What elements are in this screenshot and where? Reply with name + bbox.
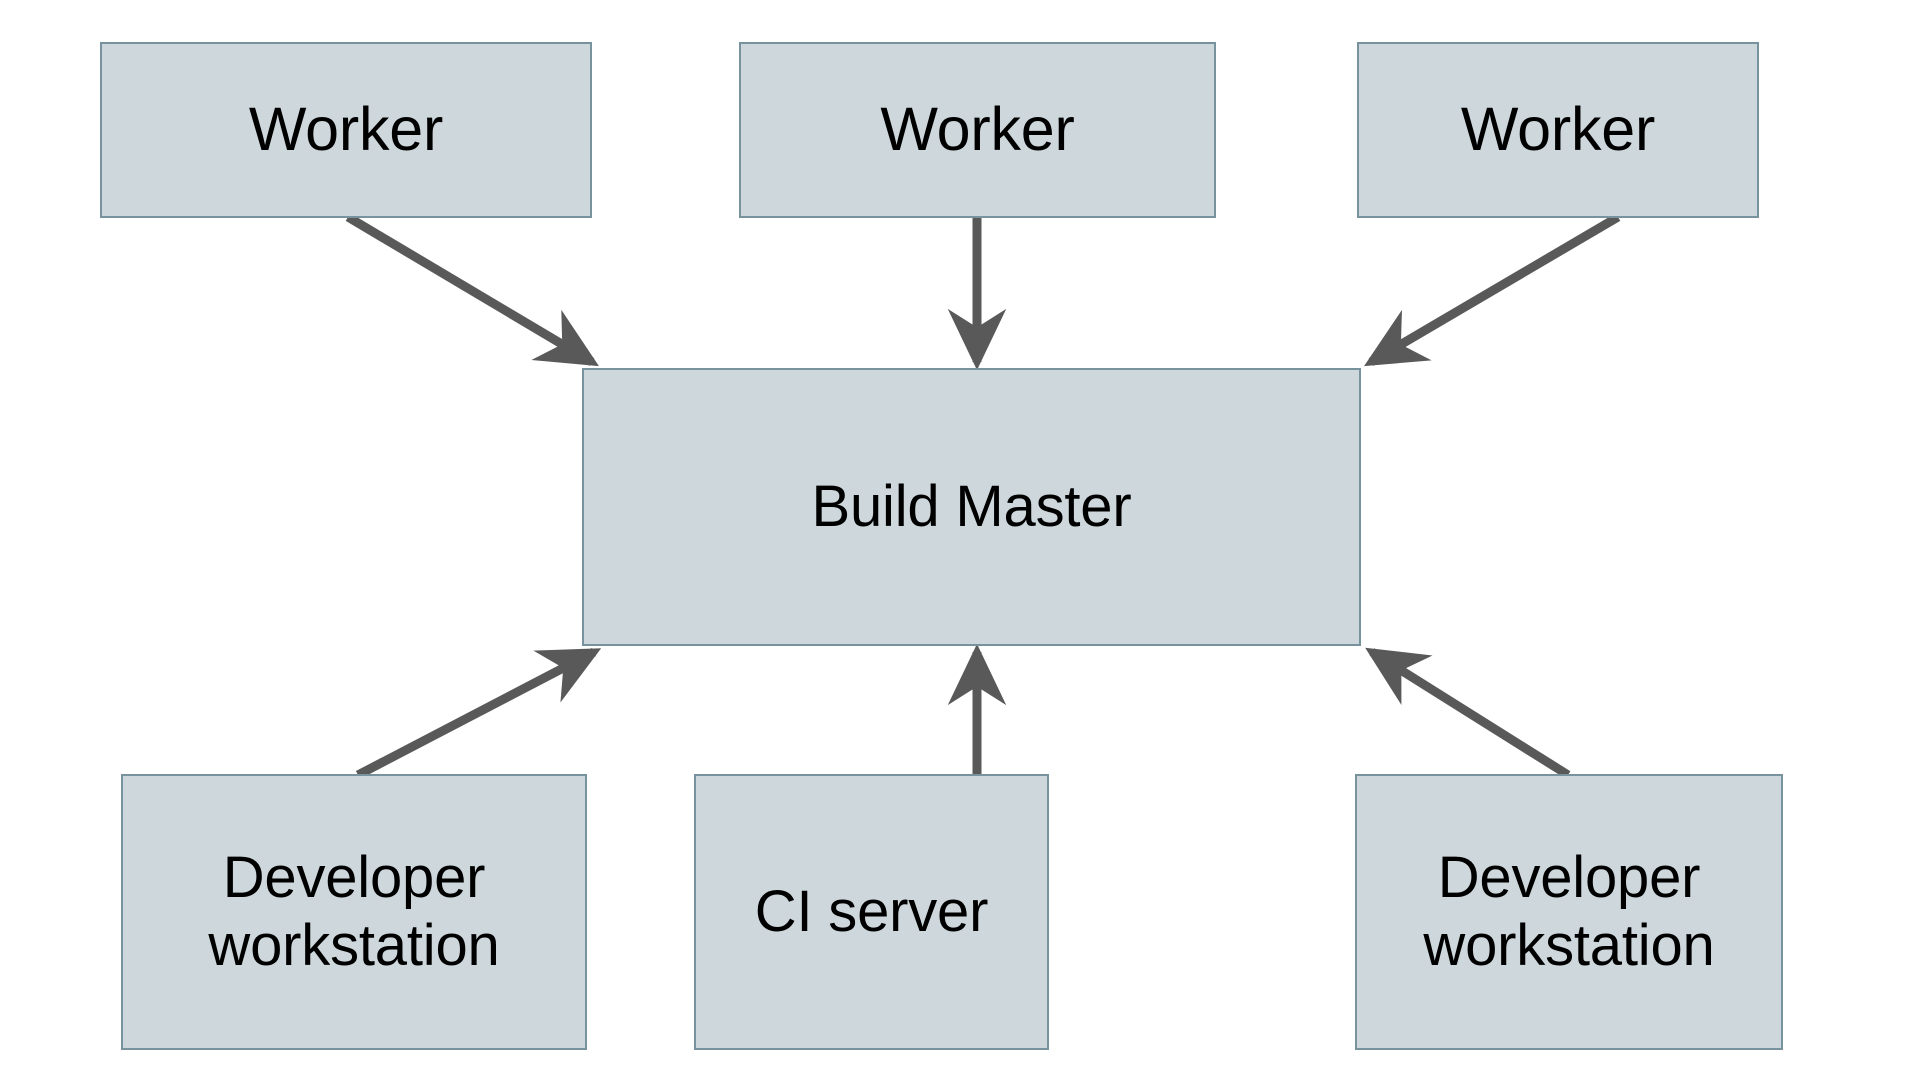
node-worker-3[interactable]: Worker — [1357, 42, 1759, 218]
node-worker-2-label: Worker — [880, 95, 1075, 164]
node-ci-server[interactable]: CI server — [694, 774, 1049, 1050]
edge-worker3-to-master — [1364, 213, 1621, 367]
node-developer-workstation-1-label: Developer workstation — [208, 844, 500, 978]
edge-worker1-to-master — [345, 213, 599, 367]
node-developer-workstation-2-label: Developer workstation — [1423, 844, 1715, 978]
node-build-master-label: Build Master — [811, 473, 1132, 539]
node-worker-1[interactable]: Worker — [100, 42, 592, 218]
edge-devws2-to-master — [1365, 647, 1571, 779]
node-ci-server-label: CI server — [754, 878, 989, 944]
edge-devws1-to-master — [355, 648, 602, 779]
node-developer-workstation-2[interactable]: Developer workstation — [1355, 774, 1783, 1050]
node-developer-workstation-1[interactable]: Developer workstation — [121, 774, 587, 1050]
node-worker-3-label: Worker — [1460, 95, 1656, 164]
node-worker-2[interactable]: Worker — [739, 42, 1216, 218]
node-worker-1-label: Worker — [248, 95, 444, 164]
node-build-master[interactable]: Build Master — [582, 368, 1361, 646]
